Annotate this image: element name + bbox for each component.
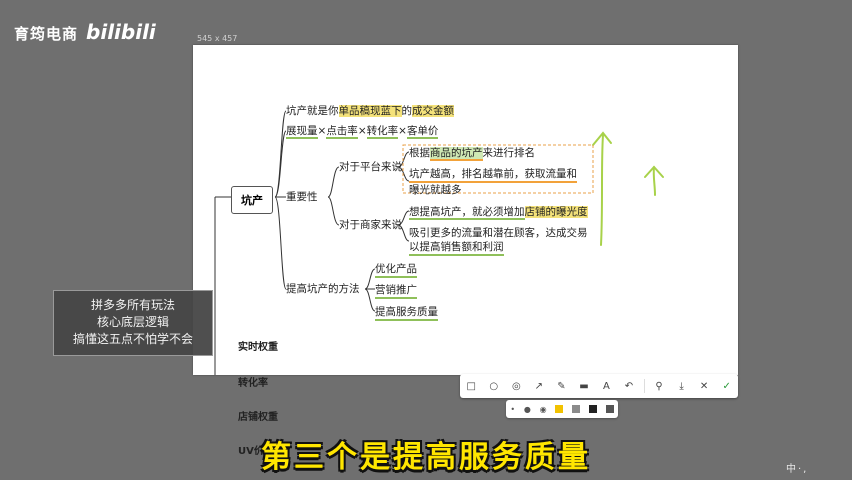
side-node-shop-weight[interactable]: 店铺权重	[238, 412, 278, 423]
platform-line1-highlight: 商品的坑产	[430, 147, 483, 161]
merchant-node[interactable]: 对于商家来说	[339, 219, 402, 231]
brand-name: 育筠电商	[14, 25, 79, 43]
merchant-line3: 以提高销售额和利润	[409, 240, 504, 256]
definition-pre: 坑产就是你	[286, 105, 339, 117]
formula-a: 展现量	[286, 125, 318, 139]
bilibili-logo: bilibili	[86, 20, 156, 44]
side-node-uv-value[interactable]: UV价值	[238, 446, 274, 457]
definition-end: 成交金额	[412, 105, 454, 117]
promo-line1: 拼多多所有玩法	[90, 298, 175, 312]
video-subtitle: 第三个是提高服务质量	[261, 440, 591, 475]
size-medium-icon[interactable]: ●	[523, 404, 531, 414]
mosaic-tool-icon[interactable]: ◎	[511, 380, 521, 392]
color-swatch-darkgray[interactable]	[605, 405, 614, 413]
merchant-line2: 吸引更多的流量和潜在顾客，达成交易	[409, 227, 588, 239]
method-item-marketing[interactable]: 营销推广	[375, 282, 417, 299]
platform-line3: 曝光就越多	[409, 184, 462, 196]
platform-line1[interactable]: 根据商品的坑产来进行排名	[409, 145, 536, 161]
platform-line1-pre: 根据	[409, 147, 430, 159]
text-tool-icon[interactable]: A	[603, 380, 610, 392]
rect-tool-icon[interactable]: □	[466, 380, 476, 392]
merchant-line1[interactable]: 想提高坑产，就必须增加店铺的曝光度	[409, 204, 588, 220]
color-swatch-gray[interactable]	[572, 405, 581, 413]
formula-d: 客单价	[406, 125, 439, 139]
color-picker-row: • ● ◉	[506, 400, 618, 418]
save-icon[interactable]: ⤓	[679, 380, 684, 392]
formula-c: 转化率	[366, 125, 399, 139]
marker-tool-icon[interactable]: ▬	[579, 380, 589, 392]
merchant-line2-block[interactable]: 吸引更多的流量和潜在顾客，达成交易 以提高销售额和利润	[409, 226, 588, 256]
platform-node[interactable]: 对于平台来说	[339, 161, 402, 173]
method-item-optimize[interactable]: 优化产品	[375, 261, 417, 278]
methods-node[interactable]: 提高坑产的方法	[286, 283, 360, 295]
side-node-realtime-weight[interactable]: 实时权重	[238, 342, 278, 353]
toolbar-divider	[643, 379, 645, 393]
pen-tool-icon[interactable]: ✎	[557, 380, 566, 392]
formula-node[interactable]: 展现量×点击率×转化率×客单价	[286, 123, 439, 139]
platform-line2-block[interactable]: 坑产越高，排名越靠前，获取流量和 曝光就越多	[409, 167, 577, 197]
definition-node[interactable]: 坑产就是你单品稿现蓝下的成交金额	[286, 103, 454, 118]
definition-highlight: 单品稿现蓝下	[338, 105, 402, 117]
annotation-toolbar: □ ○ ◎ ↗ ✎ ▬ A ↶ ⚲ ⤓ ✕ ✓	[460, 374, 738, 398]
formula-x2: ×	[357, 125, 367, 137]
confirm-icon[interactable]: ✓	[722, 380, 731, 392]
platform-line1-post: 来进行排名	[482, 147, 536, 159]
color-swatch-yellow[interactable]	[555, 405, 564, 413]
mindmap-canvas[interactable]: 坑产 坑产就是你单品稿现蓝下的成交金额 展现量×点击率×转化率×客单价 重要性 …	[193, 45, 738, 375]
promo-line2: 核心底层逻辑	[96, 315, 169, 329]
undo-icon[interactable]: ↶	[624, 380, 634, 392]
size-small-icon[interactable]: •	[510, 404, 516, 414]
platform-line2: 坑产越高，排名越靠前，获取流量和	[409, 167, 577, 183]
input-method-indicator: 中·,	[786, 464, 809, 475]
canvas-size-label: 545 x 457	[197, 34, 238, 43]
arrow-tool-icon[interactable]: ↗	[534, 380, 544, 392]
formula-x1: ×	[317, 125, 327, 137]
color-swatch-black[interactable]	[588, 405, 597, 413]
formula-x3: ×	[398, 125, 407, 137]
formula-b: 点击率	[326, 125, 358, 139]
importance-node[interactable]: 重要性	[286, 191, 318, 203]
mindmap-connectors	[214, 110, 664, 375]
merchant-line1-highlight: 店铺的曝光度	[524, 206, 588, 218]
size-large-icon[interactable]: ◉	[539, 404, 547, 414]
root-node-kengchan[interactable]: 坑产	[231, 186, 273, 214]
method-item-service[interactable]: 提高服务质量	[375, 304, 438, 321]
circle-tool-icon[interactable]: ○	[489, 380, 499, 392]
merchant-line1-pre: 想提高坑产，就必须增加	[409, 206, 525, 220]
promo-tooltip: 拼多多所有玩法 核心底层逻辑 搞懂这五点不怕学不会	[53, 290, 213, 356]
brand-logo: 育筠电商 bilibili	[14, 20, 156, 44]
side-node-conversion[interactable]: 转化率	[238, 378, 268, 389]
cancel-icon[interactable]: ✕	[699, 380, 709, 392]
pin-icon[interactable]: ⚲	[655, 380, 663, 392]
promo-line3: 搞懂这五点不怕学不会	[72, 332, 193, 346]
definition-post: 的	[401, 105, 413, 117]
